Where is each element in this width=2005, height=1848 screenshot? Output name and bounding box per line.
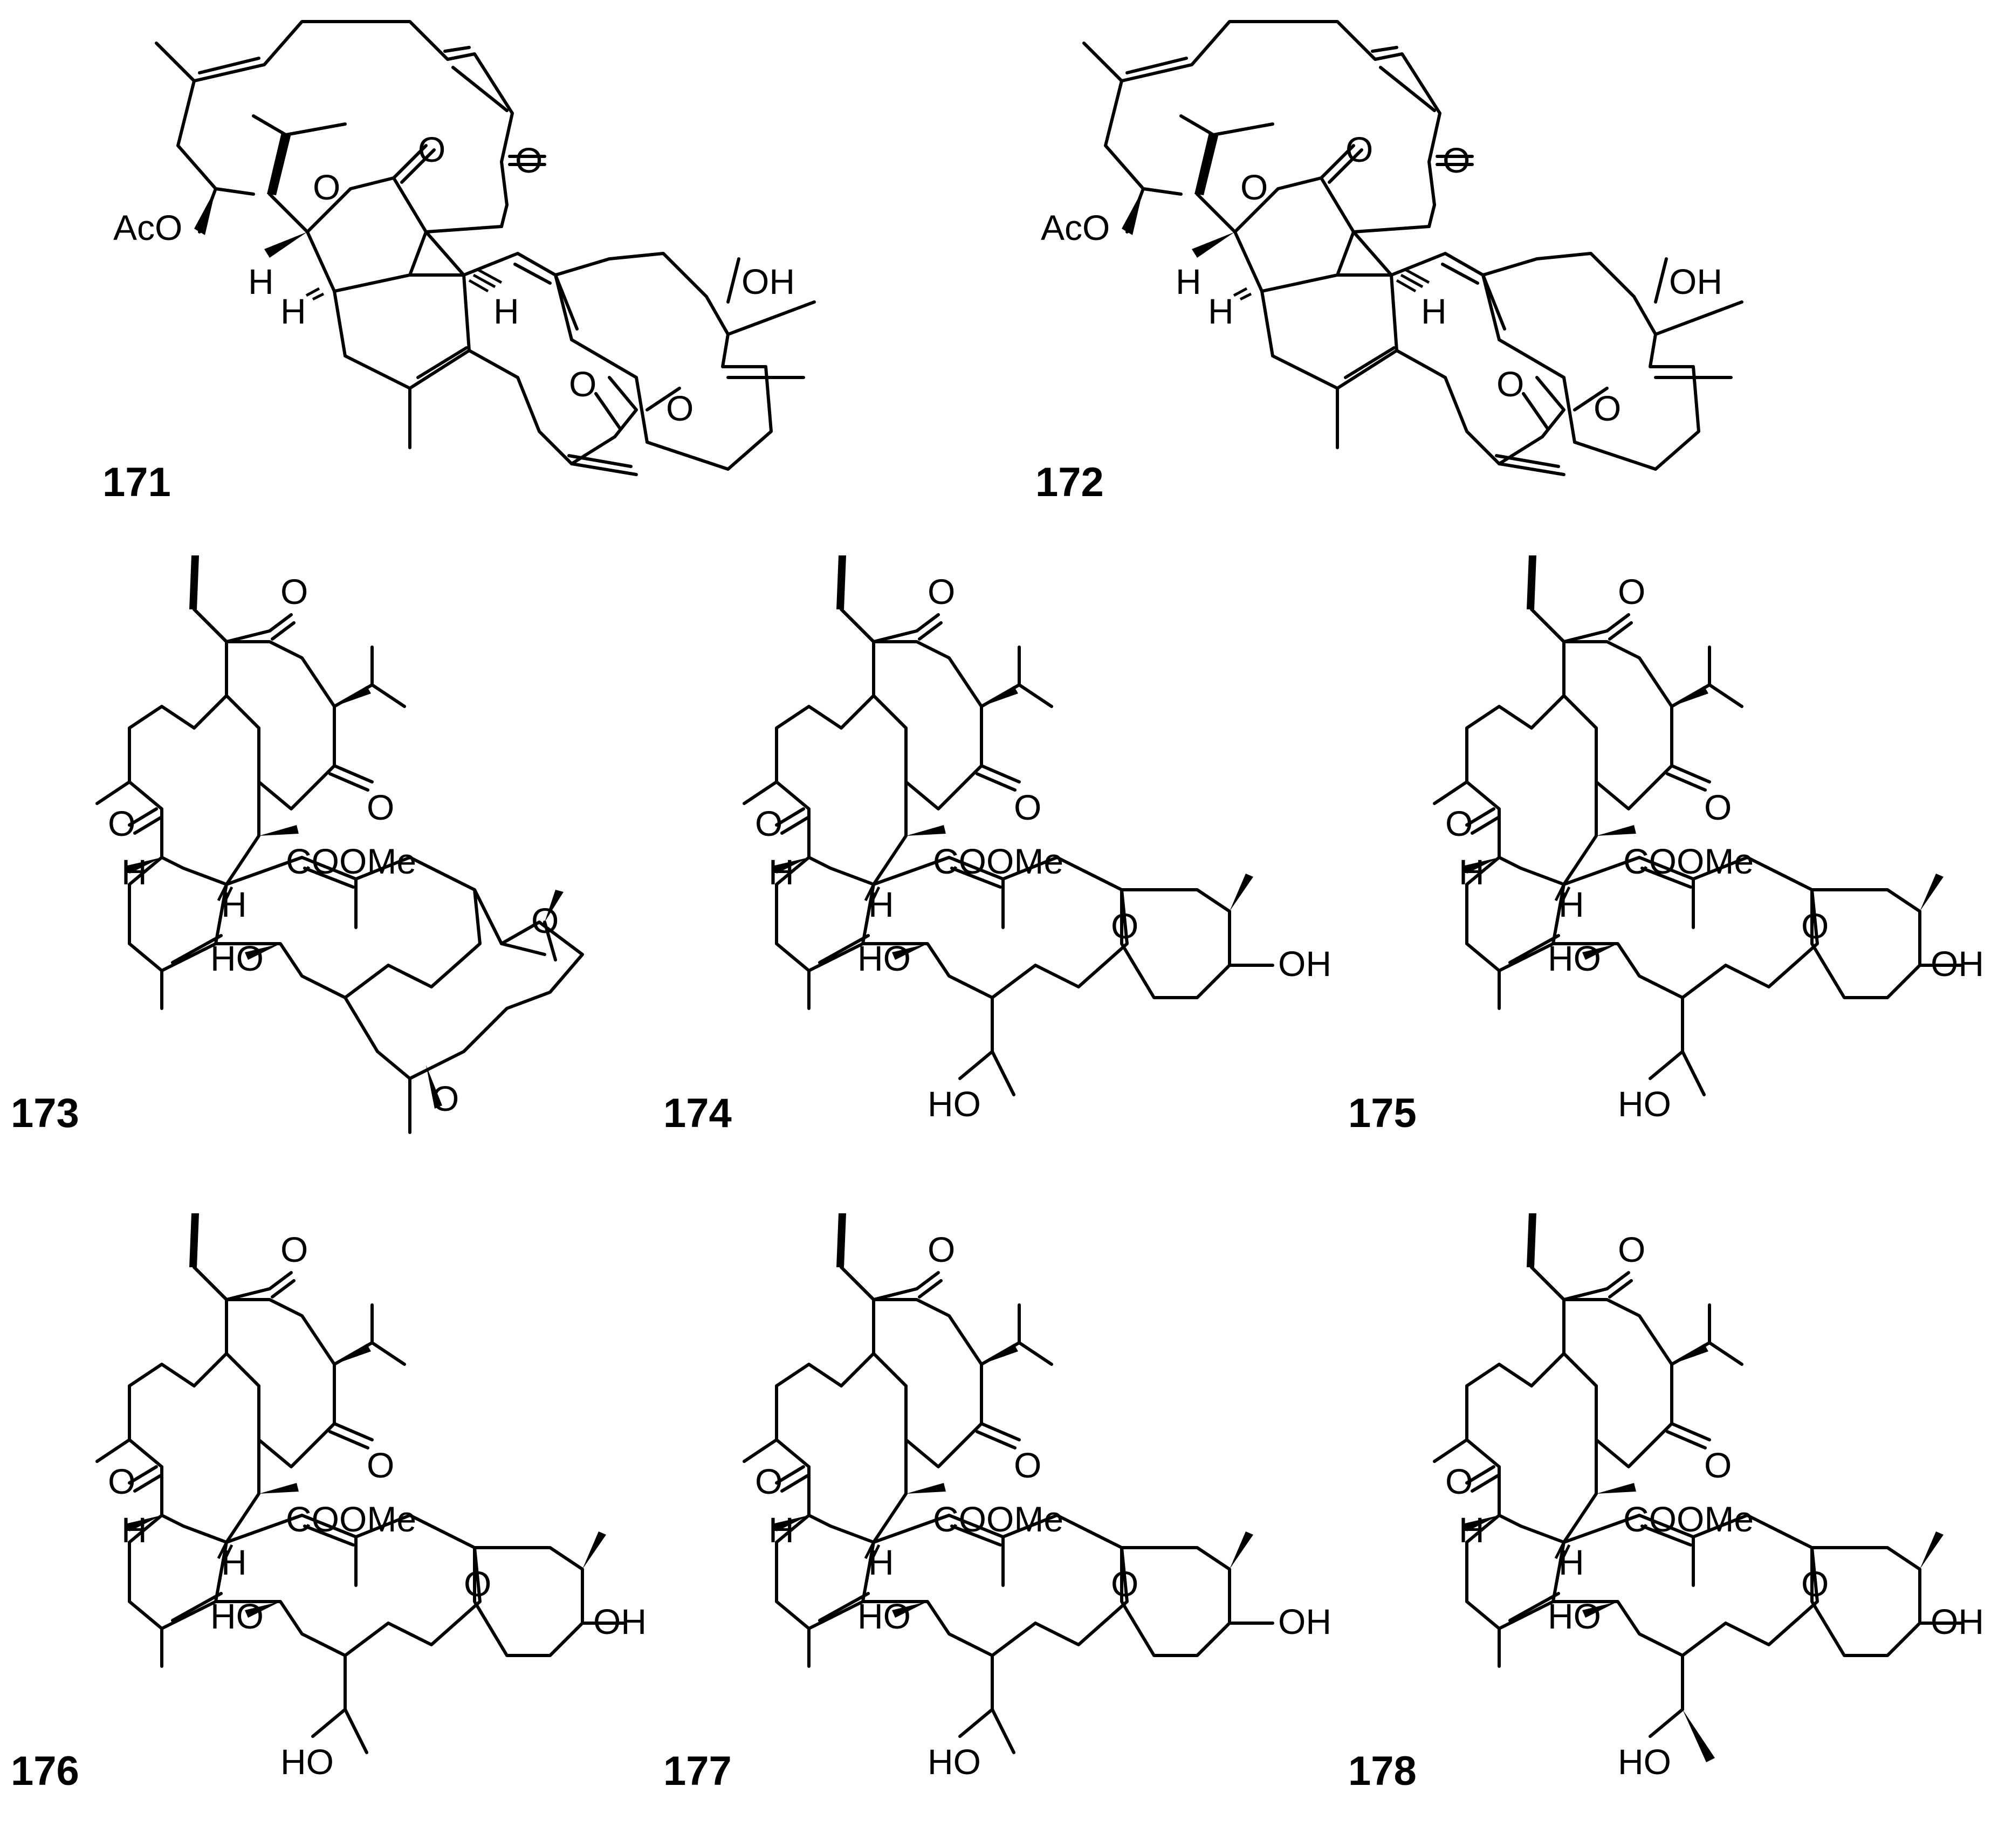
o-label: O bbox=[1496, 364, 1524, 404]
ho-label: HO bbox=[280, 1742, 334, 1782]
o-label: O bbox=[1014, 1445, 1041, 1485]
o-label: O bbox=[464, 1564, 491, 1604]
compound-176: O O O COOMe H H HO O OH HO 176 bbox=[11, 1213, 647, 1794]
h-label: H bbox=[868, 1542, 894, 1582]
h-label: H bbox=[868, 884, 894, 924]
h-label: H bbox=[1459, 1510, 1485, 1550]
compound-id: 174 bbox=[663, 1090, 732, 1136]
oh-label: OH bbox=[1278, 1602, 1331, 1641]
h-label: H bbox=[768, 852, 794, 892]
oh-label: OH bbox=[741, 262, 795, 301]
compound-178: O O O COOMe H H HO O OH HO 178 bbox=[1348, 1213, 1984, 1794]
ho-label: HO bbox=[1618, 1742, 1671, 1782]
oh-label: OH bbox=[1669, 262, 1722, 301]
o-label: O bbox=[928, 1229, 955, 1269]
o-label: O bbox=[1345, 129, 1373, 169]
o-label: O bbox=[367, 787, 394, 827]
o-label: O bbox=[1111, 1564, 1138, 1604]
ho-label: HO bbox=[1548, 938, 1601, 978]
compound-172: AcO H H O O O H OH O O 172 bbox=[1035, 22, 1742, 505]
o-label: O bbox=[1014, 787, 1041, 827]
compound-175: O O O COOMe H H HO O OH HO 175 bbox=[1348, 555, 1984, 1136]
o-label: O bbox=[515, 140, 543, 180]
o-label: O bbox=[755, 1461, 782, 1501]
coome-label: COOMe bbox=[286, 841, 416, 881]
ho-label: HO bbox=[1548, 1596, 1601, 1636]
coome-label: COOMe bbox=[1623, 1499, 1754, 1539]
o-label: O bbox=[1618, 1229, 1645, 1269]
coome-label: COOMe bbox=[286, 1499, 416, 1539]
h-label: H bbox=[121, 1510, 147, 1550]
compound-id: 178 bbox=[1348, 1748, 1417, 1794]
o-label: O bbox=[531, 901, 559, 940]
o-label: O bbox=[569, 364, 596, 404]
o-label: O bbox=[1443, 140, 1470, 180]
aco-label: AcO bbox=[1041, 208, 1110, 248]
coome-label: COOMe bbox=[933, 1499, 1063, 1539]
oh-label: OH bbox=[593, 1602, 647, 1641]
h-label: H bbox=[280, 291, 306, 331]
aco-label: AcO bbox=[113, 208, 182, 248]
h-label: H bbox=[221, 1542, 247, 1582]
h-label: H bbox=[768, 1510, 794, 1550]
ho-label: HO bbox=[210, 938, 264, 978]
compound-id: 175 bbox=[1348, 1090, 1417, 1136]
compound-173: O O O COOMe H H HO O O 173 bbox=[11, 555, 584, 1136]
o-label: O bbox=[431, 1078, 459, 1118]
o-label: O bbox=[313, 167, 340, 207]
o-label: O bbox=[755, 803, 782, 843]
h-label: H bbox=[1208, 291, 1234, 331]
coome-label: COOMe bbox=[933, 841, 1063, 881]
oh-label: OH bbox=[1278, 944, 1331, 984]
ho-label: HO bbox=[928, 1084, 981, 1124]
oh-label: OH bbox=[1931, 1602, 1984, 1641]
compound-id: 176 bbox=[11, 1748, 79, 1794]
o-label: O bbox=[1594, 388, 1621, 428]
o-label: O bbox=[280, 1229, 308, 1269]
compound-id: 173 bbox=[11, 1090, 79, 1136]
ho-label: HO bbox=[928, 1742, 981, 1782]
o-label: O bbox=[1445, 803, 1473, 843]
oh-label: OH bbox=[1931, 944, 1984, 984]
h-label: H bbox=[121, 852, 147, 892]
ho-label: HO bbox=[1618, 1084, 1671, 1124]
o-label: O bbox=[1618, 572, 1645, 612]
compound-id: 177 bbox=[663, 1748, 732, 1794]
compound-171: AcO H H O O O H OH O O 171 bbox=[102, 22, 814, 505]
ho-label: HO bbox=[210, 1596, 264, 1636]
h-label: H bbox=[1558, 1542, 1584, 1582]
o-label: O bbox=[418, 129, 445, 169]
o-label: O bbox=[928, 572, 955, 612]
compound-id: 172 bbox=[1035, 459, 1104, 505]
o-label: O bbox=[1801, 906, 1829, 946]
compound-174: O O O COOMe H H HO O OH HO 174 bbox=[663, 555, 1331, 1136]
ho-label: HO bbox=[857, 938, 911, 978]
o-label: O bbox=[1801, 1564, 1829, 1604]
coome-label: COOMe bbox=[1623, 841, 1754, 881]
h-label: H bbox=[221, 884, 247, 924]
h-label: H bbox=[248, 262, 274, 301]
o-label: O bbox=[666, 388, 693, 428]
o-label: O bbox=[108, 1461, 135, 1501]
compound-177: O O O COOMe H H HO O OH HO 177 bbox=[663, 1213, 1331, 1794]
ho-label: HO bbox=[857, 1596, 911, 1636]
o-label: O bbox=[280, 572, 308, 612]
o-label: O bbox=[1704, 787, 1732, 827]
o-label: O bbox=[1111, 906, 1138, 946]
o-label: O bbox=[1704, 1445, 1732, 1485]
o-label: O bbox=[1240, 167, 1268, 207]
o-label: O bbox=[367, 1445, 394, 1485]
o-label: O bbox=[108, 803, 135, 843]
h-label: H bbox=[493, 291, 519, 331]
compound-id: 171 bbox=[102, 459, 171, 505]
h-label: H bbox=[1459, 852, 1485, 892]
h-label: H bbox=[1558, 884, 1584, 924]
o-label: O bbox=[1445, 1461, 1473, 1501]
h-label: H bbox=[1176, 262, 1201, 301]
h-label: H bbox=[1421, 291, 1447, 331]
